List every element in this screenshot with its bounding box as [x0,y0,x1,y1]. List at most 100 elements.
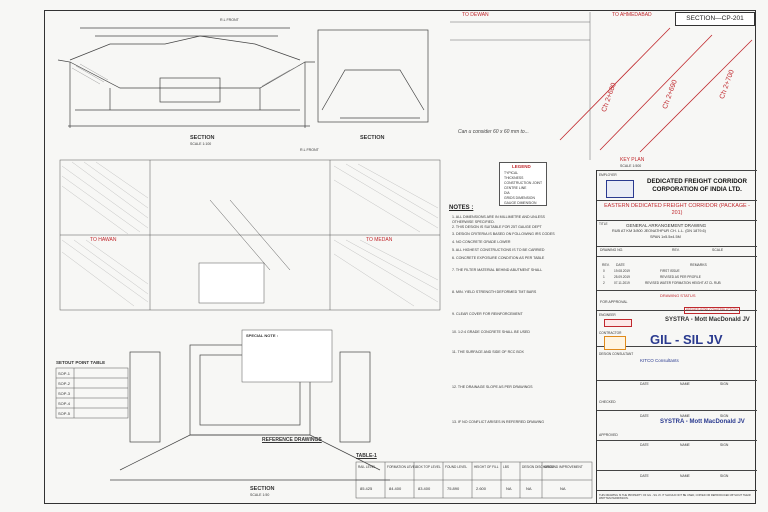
revision-row: 1 [603,275,605,279]
status-approval: FOR APPROVAL [600,300,628,304]
revision-row: FIRST ISSUE [660,269,680,273]
setout-row: SOP-4 [58,401,71,406]
table-header: FORMATION LEVEL [387,465,417,469]
section-label: SECTION—CP-201 [675,12,755,26]
setout-row: SOP-1 [58,371,71,376]
drawing-frame [44,10,756,504]
project-name: EASTERN DEDICATED FREIGHT CORRIDOR (PACK… [604,203,750,216]
legend-item: CENTRE LINE [504,186,527,190]
scale-label: SCALE [712,248,724,252]
note-line: 5. ALL HIGHEST CONSTRUCTIONS IS TO BE CA… [452,248,545,252]
revision-row: REVISED AS PER PROFILE [660,275,701,279]
sign-row: NAME [680,474,690,478]
drawing-no-label: DRAWING NO. [600,248,624,252]
table-cell: 85.425 [360,486,373,491]
engineer-name-bottom: SYSTRA - Mott MacDonald JV [660,419,745,425]
legend-item: GAUGE DIMENSION [504,201,537,205]
setout-row: SOP-3 [58,391,71,396]
rl-label: R.L FRONT [300,148,319,152]
legend-item: THICKNESS [504,176,524,180]
note-line: 6. CONCRETE EXPOSURE CONDITION AS PER TA… [452,256,545,260]
sign-row: SIGN [720,474,729,478]
setout-row: SOP-2 [58,381,71,386]
table-cell: 84.400 [389,486,402,491]
legend-item: CONSTRUCTION JOINT [504,181,543,185]
table-header: BOX TOP LEVEL [416,465,441,469]
table-cell: 2.600 [476,486,487,491]
title-block [596,170,757,504]
sign-header: SIGN [720,382,729,386]
setout-title: SETOUT POINT TABLE [56,360,106,365]
contractor-label: CONTRACTOR [599,331,622,335]
checked-label: CHECKED [599,400,616,404]
legend-item: TYPICAL [504,171,519,175]
footer-disclaimer: THIS DRAWING IS THE PROPERTY OF GIL - SI… [599,494,751,501]
top-dimension-label: R.L FRONT [220,18,239,22]
sign-row: NAME [680,443,690,447]
note-line: 13. IF NO CONFLICT ARISES IN REFERRED DR… [452,420,545,424]
revision-header: REV. [602,263,610,267]
note-line: 10. 1:2:4 GRADE CONCRETE SHALL BE USED [452,330,530,334]
revision-row: 07.11.2019 [614,281,630,285]
note-line: 7. THE FILTER MATERIAL BEHIND ABUTMENT S… [452,268,543,272]
revision-row: REVISED WATER FORMATION HEIGHT AT CL RUB [645,281,721,285]
sign-header: NAME [680,382,690,386]
table-cell: NA [526,486,532,491]
drawing-status: DRAWING STATUS [660,293,696,298]
key-plan-scale: SCALE 1:500 [620,164,642,168]
revision-row: 19.08.2019 [614,269,630,273]
approved-label: APPROVED [599,433,618,437]
note-line: 8. MIN. YIELD STRENGTH DEFORMED TMT BARS [452,290,537,294]
dfccil-logo [606,180,634,198]
table-title: TABLE-1 [356,453,377,459]
gar-logo [604,336,626,350]
sign-row: NAME [680,414,690,418]
legend-item: GRIDS DIMENSION [504,196,535,200]
table-cell: 83.400 [418,486,431,491]
table-cell: NA [560,486,566,491]
note-line: 12. THE DRAINAGE SLOPE AS PER DRAWINGS [452,385,533,389]
engineer-label: ENGINEER [599,313,616,317]
special-note-title: SPECIAL NOTE : [246,333,278,338]
plan-direction-label: TO HAWAN [90,237,117,243]
table-header: GROUND IMPROVEMENT [544,465,583,469]
table-cell: 75.890 [447,486,460,491]
section-scale: SCALE 1:50 [250,493,270,497]
systra-logo [604,319,632,327]
table-cell: NA [506,486,512,491]
designer-name: KITCO Consultants [640,358,679,363]
note-line: 2. THIS DESIGN IS SUITABLE FOR 25T GAUGE… [452,225,542,229]
table-header: DESIGN DISCHARGE [522,465,555,469]
revision-header: DATE [616,263,625,267]
section-scale: SCALE 1:100 [190,142,212,146]
sign-row: DATE [640,414,649,418]
section-title: SECTION [190,135,215,141]
setout-row: SOP-5 [58,411,71,416]
revision-row: 0 [603,269,605,273]
title-label: TITLE [599,222,608,226]
engineer-name: SYSTRA - Mott MacDonald JV [665,317,750,323]
table-header: LBS [503,465,510,469]
reference-title: REFERENCE DRAWINGS [262,437,322,443]
section-title: SECTION [360,135,385,141]
drawing-title-2: RUB AT KM 3/800 JEONATHPUR CH. L.L. (DN … [612,229,706,233]
note-line: 3. DESIGN CRITERIA IS BASED ON FOLLOWING… [452,232,555,236]
sign-row: DATE [640,474,649,478]
drawing-title-3: SPAN 1x5.5x4.5M [650,235,681,239]
legend: LEGEND TYPICAL THICKNESS CONSTRUCTION JO… [499,162,547,206]
revision-header: REMARKS [690,263,707,267]
legend-title: LEGEND [512,164,531,169]
note-line: 9. CLEAR COVER FOR REINFORCEMENT [452,312,523,316]
contractor-name: GIL - SIL JV [650,332,723,347]
handwritten-note: Can u consider 60 x 60 mm to... [458,129,529,135]
to-ahmedabad-label: TO AHMEDABAD [612,12,652,18]
sign-row: DATE [640,443,649,447]
sign-header: DATE [640,382,649,386]
note-line: 1. ALL DIMENSIONS ARE IN MILLIMETRE AND … [452,215,545,219]
drawing-title-1: GENERAL ARRANGEMENT DRAWING [626,223,707,228]
designer-label: DESIGN CONSULTANT [599,352,634,356]
key-plan-title: KEY PLAN [620,157,645,163]
employer-name: DEDICATED FREIGHT CORRIDOR CORPORATION O… [647,178,747,193]
